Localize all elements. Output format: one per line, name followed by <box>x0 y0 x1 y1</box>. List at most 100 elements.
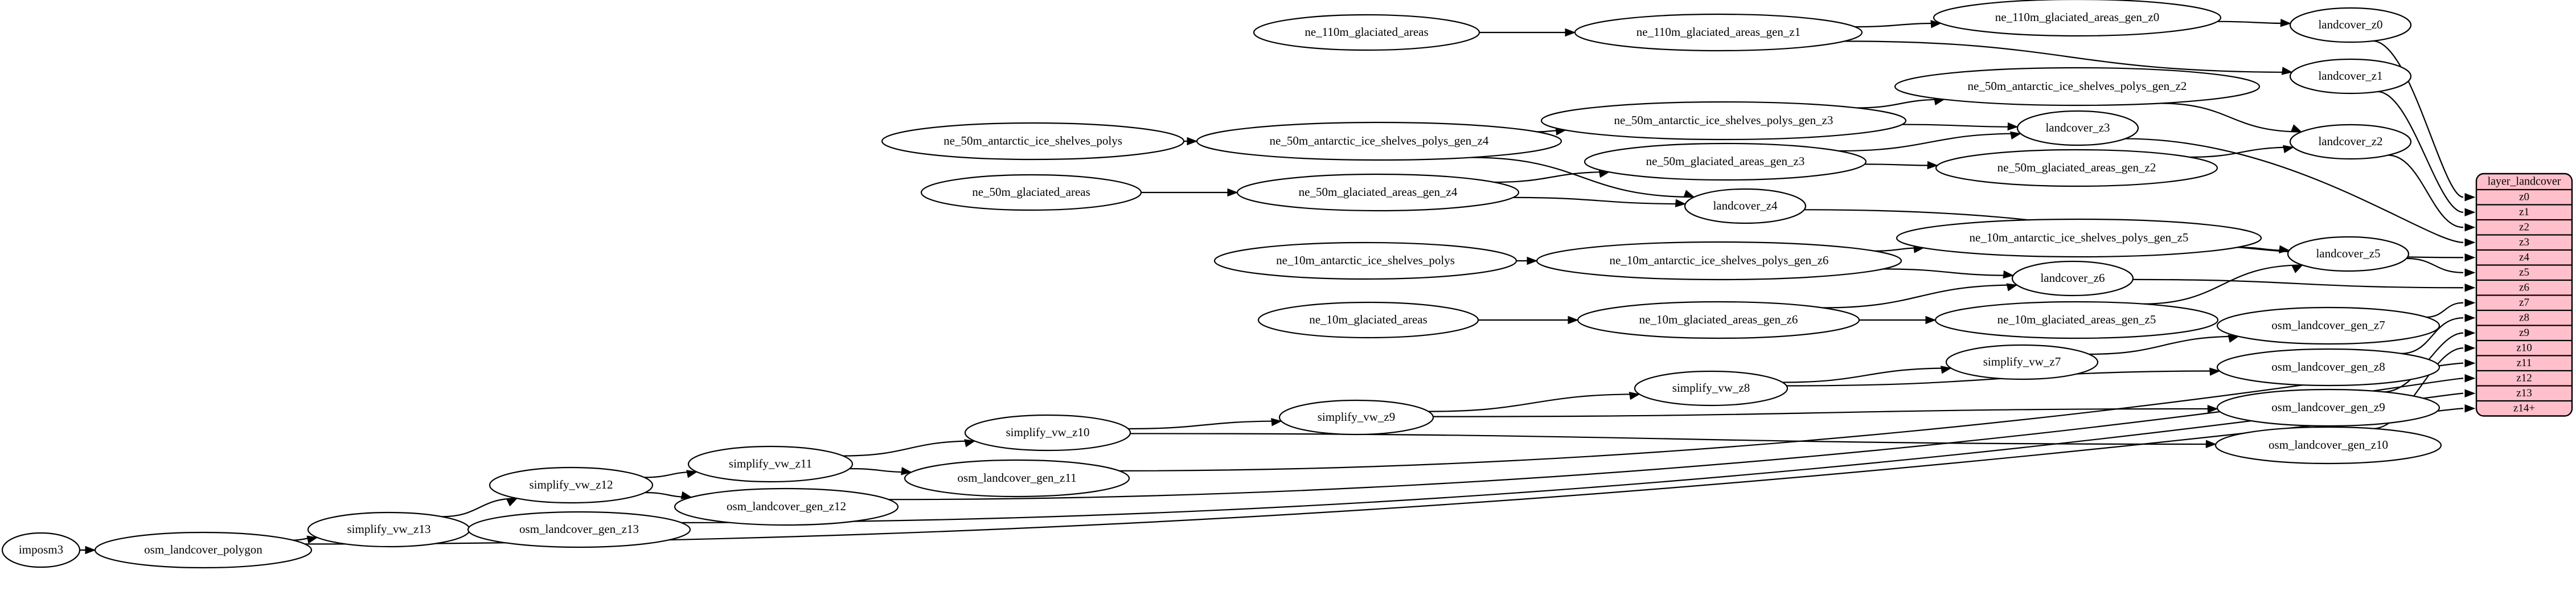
edge-arrow <box>2010 131 2021 140</box>
graph-node-simplify_vw_z11[interactable]: simplify_vw_z11 <box>687 445 854 483</box>
node-label: landcover_z5 <box>2316 247 2380 260</box>
graph-node-landcover_z1[interactable]: landcover_z1 <box>2289 58 2412 95</box>
node-shape <box>467 511 691 548</box>
graph-node-ne_110m_glaciated_areas[interactable]: ne_110m_glaciated_areas <box>1253 14 1480 51</box>
node-label: osm_landcover_polygon <box>144 543 262 556</box>
graph-node-osm_landcover_gen_z8[interactable]: osm_landcover_gen_z8 <box>2216 348 2440 387</box>
edge-arrow <box>2464 404 2476 413</box>
node-shape <box>1894 67 2261 106</box>
node-label: landcover_z0 <box>2318 18 2382 31</box>
node-label: ne_10m_antarctic_ice_shelves_polys_gen_z… <box>1610 253 1829 267</box>
edge-arrow <box>1925 315 1937 325</box>
graph-node-simplify_vw_z13[interactable]: simplify_vw_z13 <box>307 511 471 548</box>
table-row-z2: z2 <box>2519 222 2529 233</box>
node-label: ne_10m_antarctic_ice_shelves_polys_gen_z… <box>1970 231 2189 244</box>
graph-node-landcover_z5[interactable]: landcover_z5 <box>2287 236 2410 272</box>
graph-node-osm_landcover_polygon[interactable]: osm_landcover_polygon <box>94 531 313 569</box>
graph-node-ne_10m_antarctic_ice_shelves_polys[interactable]: ne_10m_antarctic_ice_shelves_polys <box>1213 241 1517 280</box>
graph-node-ne_110m_glaciated_areas_gen_z0[interactable]: ne_110m_glaciated_areas_gen_z0 <box>1933 0 2222 37</box>
graph-node-osm_landcover_gen_z11[interactable]: osm_landcover_gen_z11 <box>904 459 1130 498</box>
node-shape <box>1540 101 1907 141</box>
node-label: simplify_vw_z7 <box>1983 355 2061 368</box>
edge-arrow <box>2464 374 2476 383</box>
node-layer: imposm3 osm_landcover_polygon simplify_vw_… <box>1 0 2442 569</box>
table-row-z9: z9 <box>2519 327 2529 339</box>
graph-node-landcover_z6[interactable]: landcover_z6 <box>2011 260 2134 297</box>
node-label: simplify_vw_z12 <box>530 478 613 491</box>
graph-node-landcover_z3[interactable]: landcover_z3 <box>2016 110 2139 146</box>
graph-node-simplify_vw_z8[interactable]: simplify_vw_z8 <box>1634 370 1789 407</box>
graph-node-ne_10m_glaciated_areas_gen_z6[interactable]: ne_10m_glaciated_areas_gen_z6 <box>1577 301 1860 339</box>
edge-arrow <box>1930 20 1942 28</box>
graph-node-ne_50m_glaciated_areas_gen_z3[interactable]: ne_50m_glaciated_areas_gen_z3 <box>1584 142 1867 181</box>
graph-node-ne_10m_glaciated_areas[interactable]: ne_10m_glaciated_areas <box>1257 301 1479 339</box>
graph-node-ne_10m_antarctic_ice_shelves_polys_gen_z5[interactable]: ne_10m_antarctic_ice_shelves_polys_gen_z… <box>1896 218 2262 258</box>
node-shape <box>1584 142 1867 181</box>
graph-edge-to-table <box>2426 302 2464 318</box>
node-shape <box>2216 306 2440 345</box>
graph-node-simplify_vw_z9[interactable]: simplify_vw_z9 <box>1278 399 1434 436</box>
edge-arrow <box>2205 440 2217 448</box>
table-title: layer_landcover <box>2488 175 2561 188</box>
graph-edge <box>1844 40 2292 73</box>
edge-arrow <box>2464 193 2476 202</box>
node-label: ne_50m_glaciated_areas <box>972 185 1090 199</box>
graph-node-ne_110m_glaciated_areas_gen_z1[interactable]: ne_110m_glaciated_areas_gen_z1 <box>1574 13 1863 52</box>
graph-edge-to-table <box>2401 317 2464 354</box>
graph-node-osm_landcover_gen_z13[interactable]: osm_landcover_gen_z13 <box>467 511 691 548</box>
graph-node-ne_10m_glaciated_areas_gen_z5[interactable]: ne_10m_glaciated_areas_gen_z5 <box>1934 301 2219 339</box>
graph-node-ne_50m_glaciated_areas[interactable]: ne_50m_glaciated_areas <box>920 174 1142 211</box>
node-shape <box>1236 173 1520 212</box>
graph-edge <box>1856 99 1945 109</box>
graph-node-ne_50m_antarctic_ice_shelves_polys_gen_z2[interactable]: ne_50m_antarctic_ice_shelves_polys_gen_z… <box>1894 67 2261 106</box>
node-label: simplify_vw_z9 <box>1318 410 1396 424</box>
layer-landcover-table-group[interactable]: layer_landcoverz0z1z2z3z4z5z6z7z8z9z10z1… <box>2475 173 2573 417</box>
graph-node-simplify_vw_z12[interactable]: simplify_vw_z12 <box>489 466 654 504</box>
graph-node-simplify_vw_z7[interactable]: simplify_vw_z7 <box>1945 344 2099 380</box>
graph-node-osm_landcover_gen_z9[interactable]: osm_landcover_gen_z9 <box>2216 388 2440 427</box>
graph-node-landcover_z2[interactable]: landcover_z2 <box>2289 124 2412 160</box>
graph-edge-to-table <box>2132 278 2464 289</box>
edge-arrow <box>2290 124 2303 133</box>
node-label: osm_landcover_gen_z12 <box>727 499 846 513</box>
graph-edge-to-table <box>2372 40 2464 198</box>
graph-node-ne_10m_antarctic_ice_shelves_polys_gen_z6[interactable]: ne_10m_antarctic_ice_shelves_polys_gen_z… <box>1536 241 1902 281</box>
table-row-z10: z10 <box>2516 342 2532 354</box>
graph-edge <box>1855 22 1941 28</box>
graph-node-ne_50m_antarctic_ice_shelves_polys_gen_z4[interactable]: ne_50m_antarctic_ice_shelves_polys_gen_z… <box>1196 121 1562 161</box>
graph-node-osm_landcover_gen_z12[interactable]: osm_landcover_gen_z12 <box>674 487 899 526</box>
edge-arrow <box>2464 389 2476 397</box>
graph-node-osm_landcover_gen_z7[interactable]: osm_landcover_gen_z7 <box>2216 306 2440 345</box>
table-row-z7: z7 <box>2519 297 2529 309</box>
graph-edge <box>1494 171 1610 183</box>
graph-node-landcover_z0[interactable]: landcover_z0 <box>2289 7 2412 43</box>
table-row-z13: z13 <box>2516 387 2532 399</box>
graph-node-ne_50m_antarctic_ice_shelves_polys[interactable]: ne_50m_antarctic_ice_shelves_polys <box>881 122 1185 161</box>
node-label: ne_50m_antarctic_ice_shelves_polys_gen_z… <box>1270 134 1489 147</box>
graph-edge <box>2160 102 2302 133</box>
node-shape <box>2287 236 2410 272</box>
graph-node-osm_landcover_gen_z10[interactable]: osm_landcover_gen_z10 <box>2214 426 2442 465</box>
graph-edge <box>1513 196 1685 205</box>
node-shape <box>2289 58 2412 95</box>
graph-node-ne_50m_glaciated_areas_gen_z2[interactable]: ne_50m_glaciated_areas_gen_z2 <box>1935 149 2218 187</box>
layer-landcover-table: layer_landcoverz0z1z2z3z4z5z6z7z8z9z10z1… <box>2475 173 2573 417</box>
node-shape <box>1536 241 1902 281</box>
graph-node-ne_50m_antarctic_ice_shelves_polys_gen_z3[interactable]: ne_50m_antarctic_ice_shelves_polys_gen_z… <box>1540 101 1907 141</box>
graph-edge <box>1128 420 1282 430</box>
node-shape <box>1196 121 1562 161</box>
node-shape <box>1 532 81 568</box>
edge-arrow <box>2464 208 2476 216</box>
edge-arrow <box>964 439 976 448</box>
graph-node-ne_50m_glaciated_areas_gen_z4[interactable]: ne_50m_glaciated_areas_gen_z4 <box>1236 173 1520 212</box>
edge-arrow <box>1927 161 1938 170</box>
node-label: ne_10m_glaciated_areas <box>1309 313 1428 326</box>
node-shape <box>964 414 1131 452</box>
edge-arrow <box>2464 253 2476 262</box>
graph-edge <box>1838 133 2021 152</box>
graph-node-landcover_z4[interactable]: landcover_z4 <box>1684 188 1807 224</box>
edge-arrow <box>2464 298 2476 307</box>
edge-arrow <box>2207 405 2218 413</box>
graph-node-imposm3[interactable]: imposm3 <box>1 532 81 568</box>
graph-node-simplify_vw_z10[interactable]: simplify_vw_z10 <box>964 414 1131 452</box>
